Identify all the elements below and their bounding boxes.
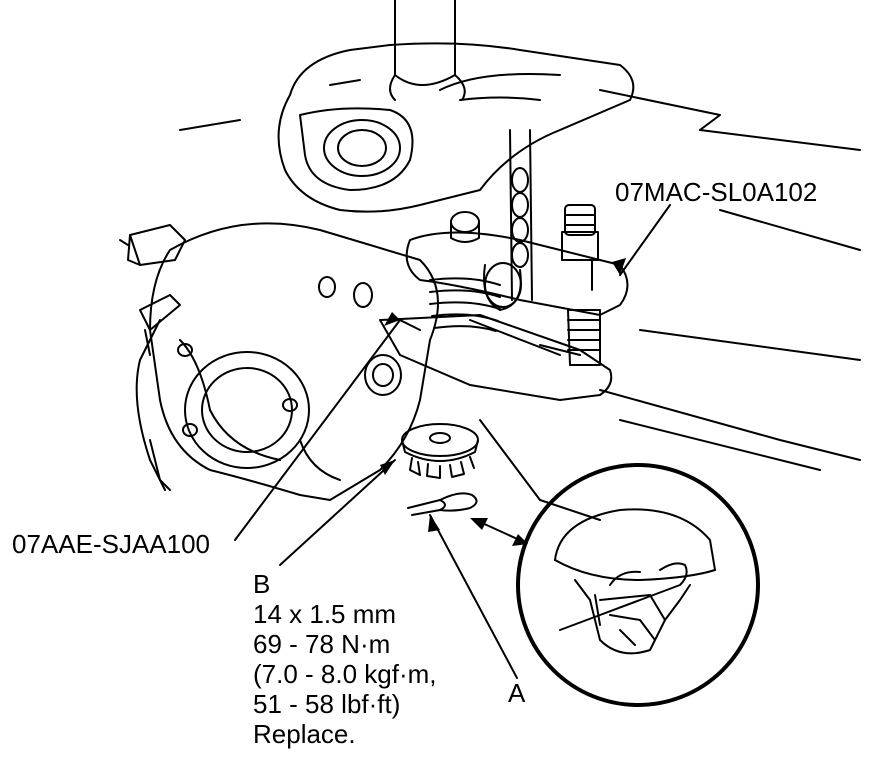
cotter-pin xyxy=(407,492,478,516)
detail-inset xyxy=(516,463,760,707)
callout-tool-07mac-sl0a102: 07MAC-SL0A102 xyxy=(615,177,818,207)
callout-b-size: 14 x 1.5 mm xyxy=(253,599,397,629)
strut-shaft xyxy=(389,0,466,101)
ball-joint-boot xyxy=(429,277,501,332)
arrowhead-inset-start xyxy=(470,518,488,530)
callout-b-block: B 14 x 1.5 mm 69 - 78 N·m (7.0 - 8.0 kgf… xyxy=(253,569,437,749)
subframe-lines xyxy=(179,89,861,521)
arrowhead-b xyxy=(380,460,395,475)
leader-lines xyxy=(234,204,671,679)
callout-b-letter: B xyxy=(253,569,271,599)
arrowhead-a xyxy=(428,515,440,532)
ball-joint-remover-tool xyxy=(379,204,629,401)
arrowhead-tool-lower xyxy=(384,312,400,326)
callout-b-torque-lbf: 51 - 58 lbf·ft) xyxy=(253,689,401,719)
castle-nut xyxy=(401,423,479,479)
callout-b-note: Replace. xyxy=(253,719,356,749)
arrowhead-inset xyxy=(512,534,528,546)
callout-b-torque-kgf: (7.0 - 8.0 kgf·m, xyxy=(253,659,437,689)
callout-tool-07aae-sjaa100: 07AAE-SJAA100 xyxy=(12,529,211,559)
callout-b-torque-nm: 69 - 78 N·m xyxy=(253,629,391,659)
steering-knuckle xyxy=(135,222,439,501)
arrowhead-tool-upper xyxy=(612,258,626,275)
safety-chain xyxy=(483,129,533,311)
tie-rod-end xyxy=(119,224,186,356)
callout-a-letter: A xyxy=(508,678,526,708)
